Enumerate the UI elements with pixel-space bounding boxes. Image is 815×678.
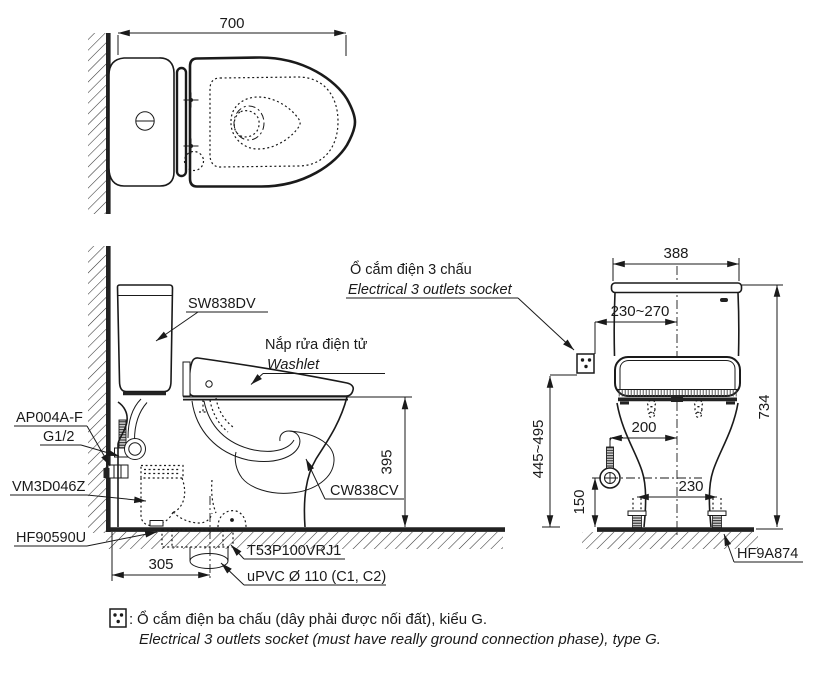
floor-bolt-side bbox=[149, 520, 164, 527]
svg-text:200: 200 bbox=[631, 419, 656, 436]
note-line-vi: Ổ cắm điện ba chấu (dây phải được nối đấ… bbox=[137, 610, 487, 628]
label-tank-model: SW838DV bbox=[188, 296, 256, 312]
label-washlet-vi: Nắp rửa điện tử bbox=[265, 336, 368, 353]
wall-hatch bbox=[88, 246, 107, 533]
label-drain-pipe: uPVC Ø 110 (C1, C2) bbox=[247, 569, 386, 585]
bowl-opening-dotted bbox=[230, 96, 301, 150]
trapway-dotted bbox=[140, 464, 247, 528]
svg-text:388: 388 bbox=[663, 245, 688, 262]
side-elevation-view: 395 305 SW838DV Nắp rửa điện tử Washlet … bbox=[10, 246, 505, 586]
tank-lid-front bbox=[610, 282, 743, 294]
label-drain-joint: T53P100VRJ1 bbox=[247, 543, 341, 559]
hinge-mark-icons bbox=[183, 92, 199, 154]
floor-bolts bbox=[627, 498, 727, 528]
socket-callout-en: Electrical 3 outlets socket bbox=[348, 282, 513, 298]
wall-hatch bbox=[88, 33, 107, 214]
floor-hatch bbox=[106, 532, 503, 549]
dim-230-270: 230~270 bbox=[595, 303, 677, 326]
seat-clamp bbox=[671, 395, 683, 402]
washlet-side bbox=[188, 357, 355, 397]
svg-text:734: 734 bbox=[756, 394, 773, 419]
dim-200: 200 bbox=[609, 419, 677, 446]
dim-734: 734 bbox=[742, 284, 783, 530]
dim-305: 305 bbox=[111, 532, 210, 581]
bowl-front-profile bbox=[303, 396, 348, 528]
bolt-hole-dotted bbox=[646, 399, 704, 418]
tank-button-icon bbox=[720, 298, 728, 302]
dim-230: 230 bbox=[637, 478, 717, 501]
dim-150: 150 bbox=[571, 478, 599, 527]
front-elevation-view: 388 230~270 734 445~495 200 150 23 bbox=[530, 245, 803, 563]
dim-700: 700 bbox=[117, 15, 347, 56]
seat-contour-dotted bbox=[209, 76, 339, 168]
sump-contour-dotted bbox=[233, 110, 260, 138]
note-colon: : bbox=[129, 611, 133, 628]
label-thread-size: G1/2 bbox=[43, 429, 74, 445]
label-bowl-model: CW838CV bbox=[330, 483, 399, 499]
label-floor-flange: HF90590U bbox=[16, 530, 86, 546]
tank-side bbox=[116, 284, 174, 393]
dim-445-495: 445~495 bbox=[530, 376, 560, 528]
washlet-hinge-plan bbox=[175, 66, 188, 178]
label-washlet-en: Washlet bbox=[267, 357, 320, 373]
svg-text:700: 700 bbox=[219, 15, 244, 32]
socket-callout-vi: Ổ cắm điện 3 chấu bbox=[350, 260, 472, 278]
socket-callout: Ổ cắm điện 3 chấu Electrical 3 outlets s… bbox=[346, 260, 575, 351]
dim-388: 388 bbox=[612, 245, 740, 281]
hinge-bracket bbox=[182, 361, 191, 397]
note-line-en: Electrical 3 outlets socket (must have r… bbox=[139, 631, 661, 648]
svg-text:150: 150 bbox=[571, 489, 588, 514]
svg-text:305: 305 bbox=[148, 556, 173, 573]
svg-text:445~495: 445~495 bbox=[530, 420, 547, 479]
floor-hatch bbox=[582, 532, 758, 549]
label-bolt-kit: HF9A874 bbox=[737, 546, 798, 562]
label-connector: VM3D046Z bbox=[12, 479, 85, 495]
bowl-interior-curves bbox=[191, 397, 335, 494]
power-socket-icon bbox=[576, 353, 595, 374]
power-socket-icon bbox=[109, 608, 127, 628]
note: : Ổ cắm điện ba chấu (dây phải được nối … bbox=[109, 608, 661, 648]
hinge-pin-icon bbox=[205, 380, 213, 388]
drain-pipe bbox=[161, 496, 234, 580]
plan-view: 700 bbox=[88, 15, 357, 214]
supply-hole-dotted bbox=[183, 150, 205, 172]
side-view-labels: SW838DV Nắp rửa điện tử Washlet AP004A-F… bbox=[10, 296, 404, 586]
dim-395: 395 bbox=[379, 397, 409, 527]
svg-text:230: 230 bbox=[678, 478, 703, 495]
svg-text:395: 395 bbox=[379, 449, 396, 474]
label-supply-valve: AP004A-F bbox=[16, 410, 83, 426]
lid-outline-plan bbox=[188, 56, 357, 188]
water-line-contour bbox=[233, 105, 265, 141]
svg-text:230~270: 230~270 bbox=[611, 303, 670, 320]
bowl-back-profile bbox=[117, 401, 128, 527]
supply-valve-assembly bbox=[103, 398, 148, 479]
